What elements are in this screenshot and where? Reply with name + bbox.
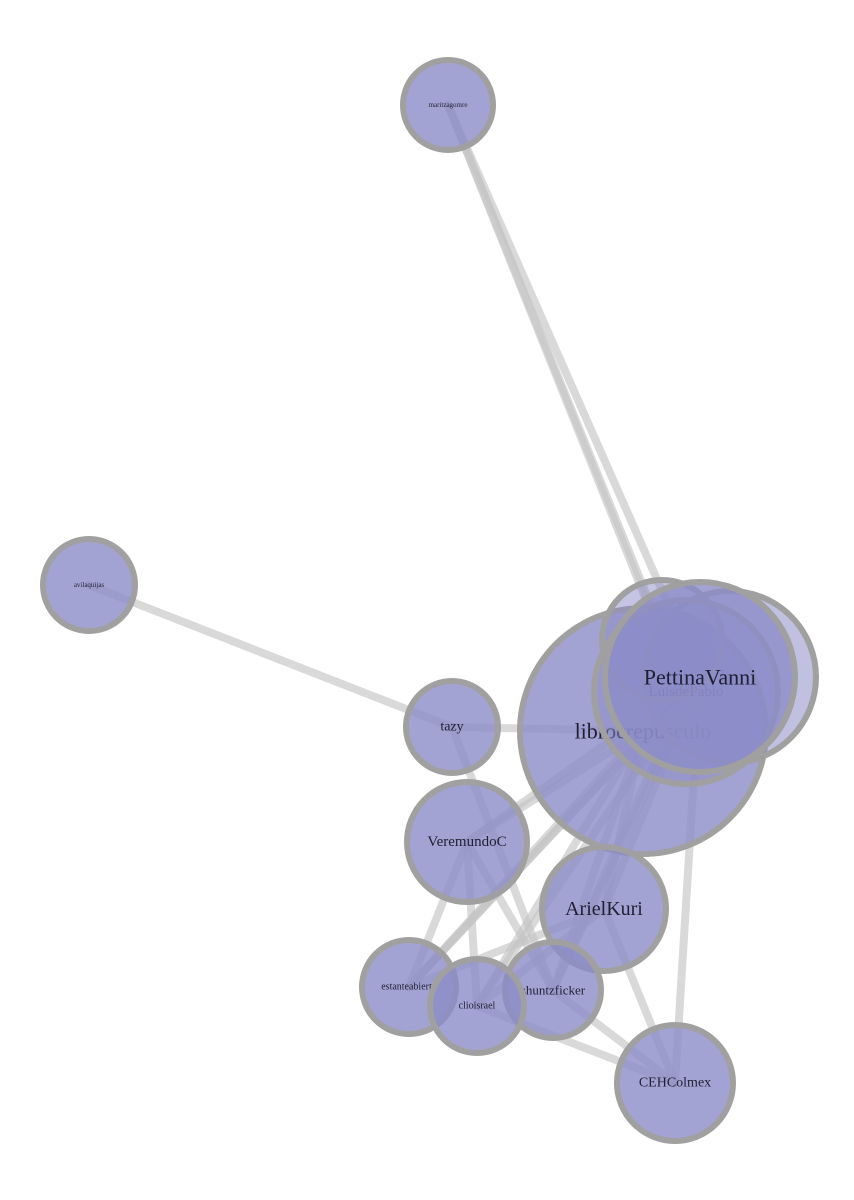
node-label: maritzagomre [429,101,468,109]
node-clioisrael[interactable]: clioisrael [427,956,527,1056]
edge-maritzagomre-hidden2 [444,101,666,644]
node-ArielKuri[interactable]: ArielKuri [539,844,669,974]
node-circle [404,779,530,905]
node-label: shuntzficker [521,983,586,998]
node-PettinaVanni[interactable]: PettinaVanni [602,579,798,775]
node-label: clioisrael [459,1001,496,1012]
node-label: CEHColmex [639,1076,711,1091]
node-avilaquijas[interactable]: avilaquijas [40,536,138,634]
node-label: VeremundoC [427,834,506,850]
node-label: PettinaVanni [644,665,756,690]
node-label: avilaquijas [74,581,105,589]
node-label: estanteabierto [381,982,437,993]
node-circle [403,678,501,776]
node-circle [602,579,798,775]
node-circle [614,1022,736,1144]
node-label: tazy [440,720,463,735]
node-circle [427,956,527,1056]
node-circle [400,57,496,153]
node-VeremundoC[interactable]: VeremundoC [404,779,530,905]
node-circle [40,536,138,634]
node-circle [539,844,669,974]
node-maritzagomre[interactable]: maritzagomre [400,57,496,153]
edge-avilaquijas-tazy [85,581,456,731]
node-label: ArielKuri [565,898,643,920]
node-tazy[interactable]: tazy [403,678,501,776]
node-layer: maritzagomreavilaquijastazyVeremundoClib… [40,57,819,1144]
node-CEHColmex[interactable]: CEHColmex [614,1022,736,1144]
